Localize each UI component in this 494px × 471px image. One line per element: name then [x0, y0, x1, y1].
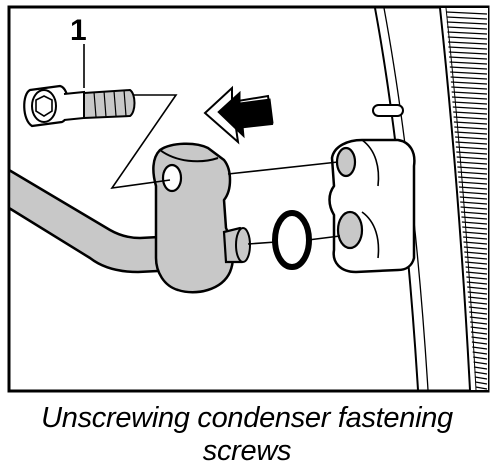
condenser-fin-line	[451, 96, 488, 100]
condenser-fin-line	[462, 231, 488, 235]
condenser-fin-line	[456, 156, 488, 160]
condenser-fin-line	[470, 321, 488, 325]
callout-number: 1	[70, 14, 87, 47]
condenser-fin-line	[470, 326, 488, 330]
condenser-fin-line	[457, 171, 488, 175]
condenser-fin-line	[454, 126, 488, 130]
condenser-fin-line	[448, 41, 488, 45]
caption-line-1: Unscrewing condenser fastening	[41, 402, 453, 434]
condenser-fin-line	[452, 106, 488, 110]
condenser-fin-line	[458, 181, 488, 185]
condenser-fin-line	[458, 176, 488, 180]
condenser-fin-line	[452, 101, 488, 105]
condenser-fin-line	[472, 346, 488, 350]
condenser-fin-line	[453, 121, 488, 125]
condenser-fin-line	[447, 26, 488, 30]
condenser-fin-line	[455, 136, 488, 140]
condenser-fin-line	[467, 286, 488, 290]
condenser-fin-line	[460, 211, 488, 215]
condenser-fin-line	[459, 196, 488, 200]
condenser-fin-line	[468, 306, 488, 310]
condenser-fin-line	[449, 56, 488, 60]
condenser-fin-line	[449, 61, 488, 65]
assembly-guide-lines	[110, 94, 341, 245]
diagram-border	[7, 5, 490, 393]
condenser-fin-line	[470, 331, 488, 335]
condenser-fin-line	[474, 376, 488, 380]
condenser-fin-line	[468, 296, 488, 300]
figure-caption: Unscrewing condenser fastening screws	[0, 402, 494, 468]
condenser-fin-line	[458, 186, 488, 190]
condenser-fin-line	[463, 246, 488, 250]
condenser-fin-line	[474, 371, 488, 375]
condenser-fin-line	[462, 226, 488, 230]
condenser-fin-line	[471, 341, 488, 345]
condenser-fin-line	[471, 336, 488, 340]
condenser-fin-line	[467, 291, 488, 295]
condenser-fin-line	[473, 356, 488, 360]
condenser-fins	[439, 7, 488, 391]
condenser-fin-line	[465, 266, 488, 270]
screw-icon	[23, 44, 136, 128]
condenser-fin-line	[450, 81, 488, 85]
condenser-fin-line	[453, 111, 488, 115]
pipe-flange-bracket	[152, 142, 251, 294]
condenser-connection-block	[328, 138, 416, 274]
condenser-fin-line	[453, 116, 488, 120]
condenser-fin-line	[466, 281, 488, 285]
condenser-fin-line	[450, 71, 488, 75]
condenser-fin-line	[459, 191, 488, 195]
condenser-fin-line	[456, 161, 488, 165]
condenser-fin-line	[460, 206, 488, 210]
condenser-fin-line	[446, 21, 488, 25]
o-ring-icon	[272, 210, 312, 270]
condenser-fin-line	[473, 361, 488, 365]
condenser-fin-line	[461, 221, 488, 225]
condenser-fin-line	[448, 51, 488, 55]
condenser-fin-line	[464, 251, 488, 255]
condenser-fin-line	[455, 146, 488, 150]
condenser-fin-line	[457, 166, 488, 170]
condenser-fin-line	[465, 271, 488, 275]
condenser-fin-line	[475, 381, 488, 385]
condenser-fin-line	[446, 16, 488, 20]
condenser-fin-line	[447, 31, 488, 35]
condenser-fin-line	[446, 11, 488, 15]
condenser-fin-line	[466, 276, 488, 280]
condenser-fin-line	[451, 91, 488, 95]
condenser-fin-line	[463, 236, 488, 240]
condenser-fin-line	[461, 216, 488, 220]
condenser-fin-line	[460, 201, 488, 205]
condenser-fin-line	[463, 241, 488, 245]
condenser-fin-line	[447, 36, 488, 40]
condenser-fin-line	[448, 46, 488, 50]
condenser-fin-line	[451, 86, 488, 90]
condenser-fin-line	[449, 66, 488, 70]
condenser-fin-line	[468, 301, 488, 305]
exploded-view-diagram: 1	[7, 5, 490, 393]
condenser-fin-line	[464, 256, 488, 260]
arrow-left-icon	[203, 85, 274, 145]
condenser-fin-line	[450, 76, 488, 80]
condenser-fin-line	[465, 261, 488, 265]
condenser-fin-line	[473, 366, 488, 370]
condenser-fin-line	[456, 151, 488, 155]
condenser-fin-line	[455, 141, 488, 145]
condenser-fin-line	[454, 131, 488, 135]
condenser-fin-line	[472, 351, 488, 355]
condenser-fin-line	[469, 316, 488, 320]
condenser-fin-line	[475, 386, 488, 390]
caption-line-2: screws	[202, 435, 292, 467]
condenser-fin-line	[469, 311, 488, 315]
